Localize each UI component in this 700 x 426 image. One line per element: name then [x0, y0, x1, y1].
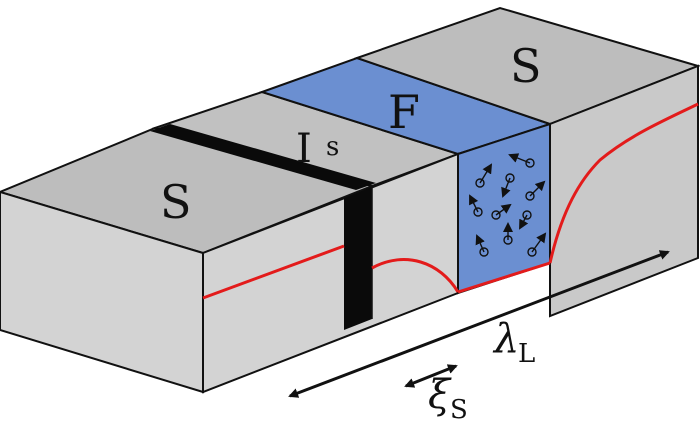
top-face: [0, 6, 700, 255]
ferromagnet-label: F: [388, 85, 420, 139]
lambda-double-arrow-icon: [288, 250, 670, 398]
dimension-arrows: [288, 250, 670, 398]
insulator-front: [344, 187, 372, 330]
insulator-label: I: [296, 126, 312, 172]
spin-arrow-icon: [525, 180, 546, 201]
right-s-label: S: [510, 39, 542, 93]
spin-arrow-icon: [503, 222, 513, 245]
spin-arrow-icon: [475, 163, 493, 188]
coherence-length-label: ξ: [428, 372, 452, 418]
insulator-sub-label: s: [326, 132, 339, 162]
penetration-depth-label: λ: [492, 316, 519, 362]
left-s-label: S: [160, 175, 192, 229]
spin-arrow-icon: [469, 194, 483, 217]
spin-arrow-icon: [519, 210, 532, 230]
coherence-length-sub: S: [450, 395, 468, 425]
xi-double-arrow-icon: [404, 364, 458, 388]
spin-markers: [469, 153, 547, 257]
spin-arrow-icon: [501, 173, 515, 198]
curve-right-segment: [548, 102, 699, 264]
insulator-top: [150, 124, 376, 190]
spin-arrow-icon: [508, 153, 535, 168]
spin-arrow-icon: [491, 203, 512, 220]
penetration-depth-sub: L: [518, 339, 535, 369]
